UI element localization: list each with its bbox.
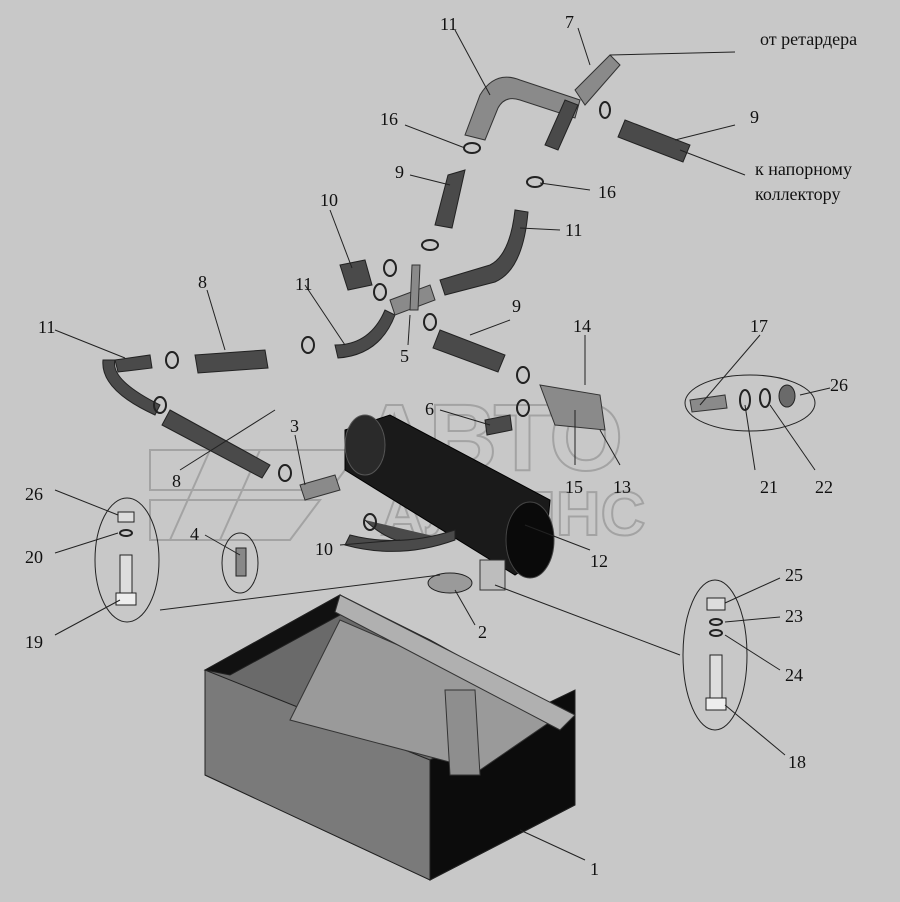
callout-11-right: 11: [565, 220, 582, 240]
note-to-pressure-line1: к напорному: [755, 159, 852, 179]
callout-22: 22: [815, 477, 833, 497]
hose-set: [102, 54, 728, 501]
callout-10-lower: 10: [315, 539, 333, 559]
callout-9-middle: 9: [395, 162, 404, 182]
callout-25: 25: [785, 565, 803, 585]
callout-4: 4: [190, 524, 199, 544]
callout-17: 17: [750, 316, 768, 336]
callout-21: 21: [760, 477, 778, 497]
callout-1: 1: [590, 859, 599, 879]
callout-9-right: 9: [512, 296, 521, 316]
fastener-group-left: [94, 497, 160, 623]
callout-11-left: 11: [38, 317, 55, 337]
callout-7: 7: [565, 12, 574, 32]
callout-24: 24: [785, 665, 803, 685]
callout-12: 12: [590, 551, 608, 571]
callout-16-right: 16: [598, 182, 616, 202]
heater-body: [344, 414, 555, 591]
callout-6: 6: [425, 399, 434, 419]
callout-2: 2: [478, 622, 487, 642]
callout-3: 3: [290, 416, 299, 436]
callout-9-top: 9: [750, 107, 759, 127]
callout-11-middle: 11: [295, 274, 312, 294]
callout-19: 19: [25, 632, 43, 652]
callout-14: 14: [573, 316, 591, 336]
callout-10-upper: 10: [320, 190, 338, 210]
clamp-set: [153, 101, 796, 594]
callout-13: 13: [613, 477, 631, 497]
fastener-group-right: [682, 579, 748, 731]
callout-26-right: 26: [830, 375, 848, 395]
callout-18: 18: [788, 752, 806, 772]
callout-5: 5: [400, 346, 409, 366]
callout-labels: 1 2 3 4 5 6 7 8 8 9 9 9 10 10 11 11 11 1…: [25, 12, 848, 879]
callout-11-top: 11: [440, 14, 457, 34]
note-to-pressure-line2: коллектору: [755, 184, 840, 204]
callout-15: 15: [565, 477, 583, 497]
note-from-retarder: от ретардера: [760, 29, 857, 49]
leader-lines: [54, 27, 831, 861]
battery-box: [203, 594, 576, 881]
callout-20: 20: [25, 547, 43, 567]
fastener-group-26-22: [684, 374, 816, 432]
callout-23: 23: [785, 606, 803, 626]
fitting-group-4: [221, 532, 259, 594]
callout-26-left: 26: [25, 484, 43, 504]
callout-16-top: 16: [380, 109, 398, 129]
callout-8-lower: 8: [172, 471, 181, 491]
callout-8-upper: 8: [198, 272, 207, 292]
